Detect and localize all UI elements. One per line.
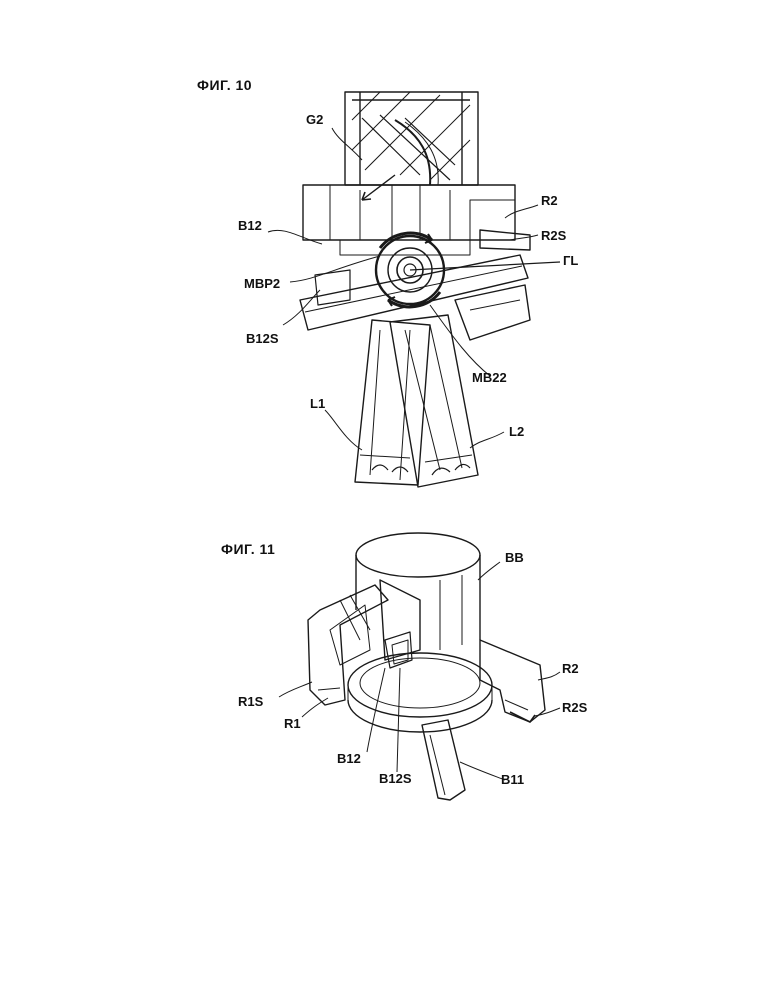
cylinder-BB bbox=[356, 533, 480, 650]
label-B11: B11 bbox=[501, 772, 524, 787]
label-BB: BB bbox=[505, 550, 524, 565]
label-B12S-fig11: B12S bbox=[379, 771, 412, 786]
label-R1S: R1S bbox=[238, 694, 263, 709]
label-R2S-fig11: R2S bbox=[562, 700, 587, 715]
arm-R2 bbox=[480, 640, 545, 722]
label-B12-fig11: B12 bbox=[337, 751, 361, 766]
label-R1: R1 bbox=[284, 716, 301, 731]
label-R2-fig11: R2 bbox=[562, 661, 579, 676]
ring-base bbox=[348, 653, 492, 732]
